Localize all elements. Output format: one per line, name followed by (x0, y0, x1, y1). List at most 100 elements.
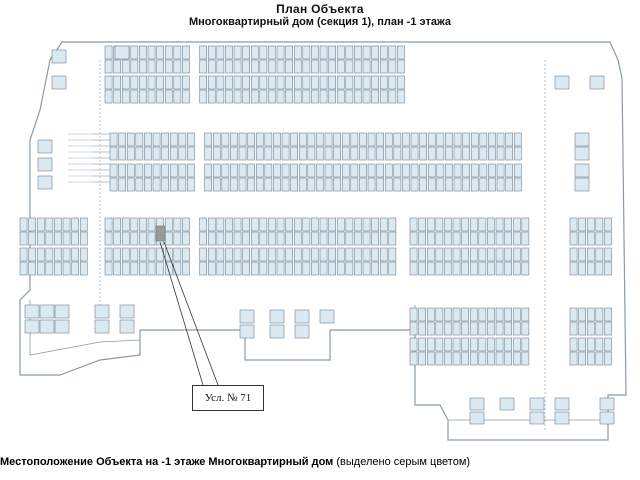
parking-spot (139, 247, 147, 262)
parking-spot (156, 45, 164, 60)
parking-spot (367, 132, 376, 147)
parking-spot (311, 45, 319, 60)
parking-spot (216, 231, 225, 246)
parking-spot (62, 231, 71, 246)
parking-spot (268, 75, 276, 90)
parking-spot (247, 132, 255, 147)
parking-spot (409, 217, 418, 232)
parking-spot (121, 75, 130, 90)
parking-spot (130, 89, 139, 104)
parking-spot (529, 411, 545, 425)
parking-spot (126, 177, 135, 192)
parking-spot (204, 163, 212, 178)
parking-spot (250, 45, 259, 60)
parking-spot (504, 337, 512, 352)
parking-spot (293, 45, 302, 60)
footer-caption: Местоположение Объекта на -1 этаже Много… (0, 456, 640, 468)
parking-spot (259, 231, 268, 246)
parking-spot (512, 351, 521, 366)
parking-spot (319, 247, 328, 262)
parking-spot (595, 261, 604, 276)
parking-spot (578, 321, 586, 336)
parking-spot (478, 217, 487, 232)
parking-spot (104, 75, 113, 90)
parking-spot (173, 217, 182, 232)
parking-spot (379, 217, 388, 232)
parking-spot (397, 75, 405, 90)
parking-spot (302, 59, 311, 74)
parking-spot (147, 247, 156, 262)
parking-spot (402, 132, 410, 147)
parking-spot (276, 75, 285, 90)
parking-spot (487, 351, 495, 366)
parking-spot (247, 177, 255, 192)
parking-spot (604, 351, 612, 366)
parking-spot (410, 146, 419, 161)
parking-spot (574, 146, 590, 161)
parking-spot (130, 217, 139, 232)
parking-spot (233, 45, 242, 60)
parking-spot (578, 261, 586, 276)
parking-spot (354, 231, 362, 246)
parking-spot (574, 177, 590, 192)
parking-spot (354, 247, 362, 262)
parking-spot (225, 247, 233, 262)
parking-spot (54, 247, 62, 262)
parking-spot (452, 307, 461, 322)
parking-spot (281, 146, 290, 161)
parking-spot (336, 231, 345, 246)
parking-spot (135, 132, 144, 147)
parking-spot (371, 261, 379, 276)
parking-spot (139, 59, 147, 74)
parking-spot (121, 231, 130, 246)
parking-spot (173, 89, 182, 104)
parking-spot (333, 146, 341, 161)
parking-spot (324, 163, 333, 178)
parking-spot (469, 231, 478, 246)
parking-spot (233, 217, 242, 232)
parking-spot (139, 45, 147, 60)
parking-spot (388, 45, 397, 60)
parking-spot (37, 157, 53, 172)
parking-spot (109, 146, 118, 161)
parking-spot (216, 45, 225, 60)
parking-spot (199, 261, 207, 276)
parking-spot (488, 177, 496, 192)
parking-spot (156, 75, 164, 90)
parking-spot (311, 231, 319, 246)
parking-spot (410, 177, 419, 192)
parking-spot (216, 89, 225, 104)
parking-spot (225, 59, 233, 74)
parking-spot (604, 307, 612, 322)
parking-spot (586, 261, 595, 276)
parking-spot (113, 247, 121, 262)
parking-spot (139, 261, 147, 276)
parking-spot (595, 337, 604, 352)
parking-spot (182, 89, 190, 104)
parking-spot (469, 217, 478, 232)
parking-spot (554, 411, 570, 425)
parking-spot (328, 45, 336, 60)
parking-spot (187, 132, 195, 147)
parking-spot (328, 59, 336, 74)
parking-spot (161, 163, 169, 178)
parking-spot (164, 217, 173, 232)
parking-spot (521, 351, 530, 366)
parking-spot (328, 231, 336, 246)
parking-spot (419, 177, 427, 192)
parking-spot (161, 177, 169, 192)
parking-spot (126, 146, 135, 161)
parking-spot (139, 75, 147, 90)
parking-spot (402, 177, 410, 192)
parking-spot (293, 59, 302, 74)
parking-spot (495, 261, 504, 276)
parking-spot (336, 45, 345, 60)
parking-spot (302, 45, 311, 60)
parking-spot (388, 247, 397, 262)
parking-spot (354, 217, 362, 232)
parking-spot (147, 231, 156, 246)
parking-spot (247, 163, 255, 178)
parking-spot (469, 321, 478, 336)
parking-spot (521, 217, 530, 232)
parking-spot (388, 231, 397, 246)
